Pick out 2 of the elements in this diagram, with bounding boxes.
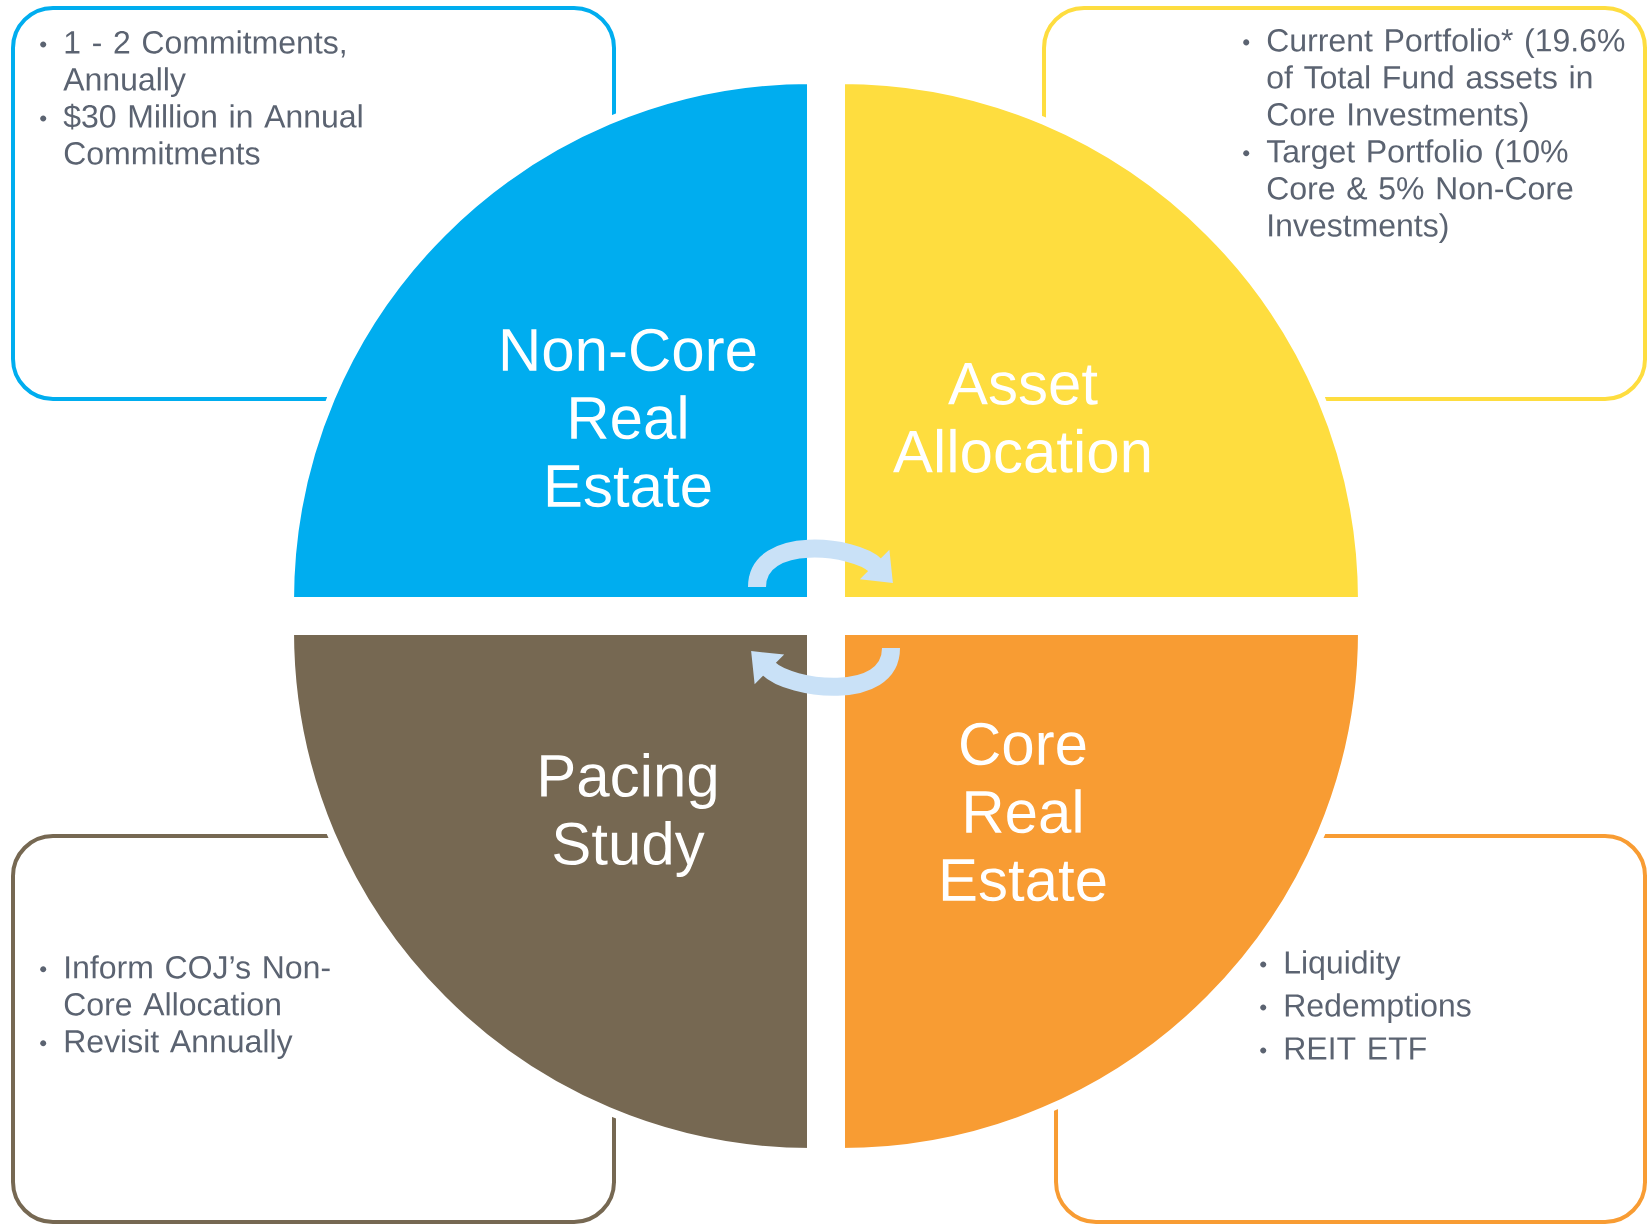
curved-arrow	[748, 539, 893, 589]
curved-arrow	[751, 646, 900, 696]
